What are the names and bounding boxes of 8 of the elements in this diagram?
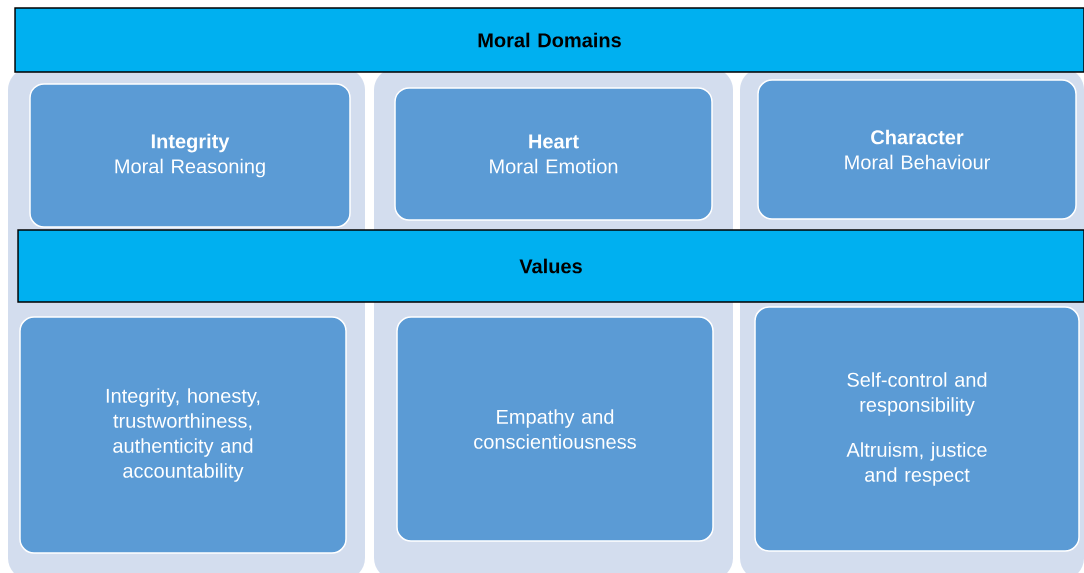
- value-box: Empathy and conscientiousness: [396, 316, 714, 542]
- value-box: Self-control and responsibility Altruism, justice and respect: [754, 306, 1080, 552]
- domain-box: Integrity Moral Reasoning: [29, 83, 351, 228]
- value-box: Integrity, honesty, trustworthiness, authenticity and accountability: [19, 316, 347, 554]
- domain-box: Character Moral Behaviour: [757, 79, 1077, 220]
- domain-box: Heart Moral Emotion: [394, 87, 713, 221]
- heading-banner: Values: [17, 229, 1084, 303]
- heading-banner: Moral Domains: [14, 7, 1084, 73]
